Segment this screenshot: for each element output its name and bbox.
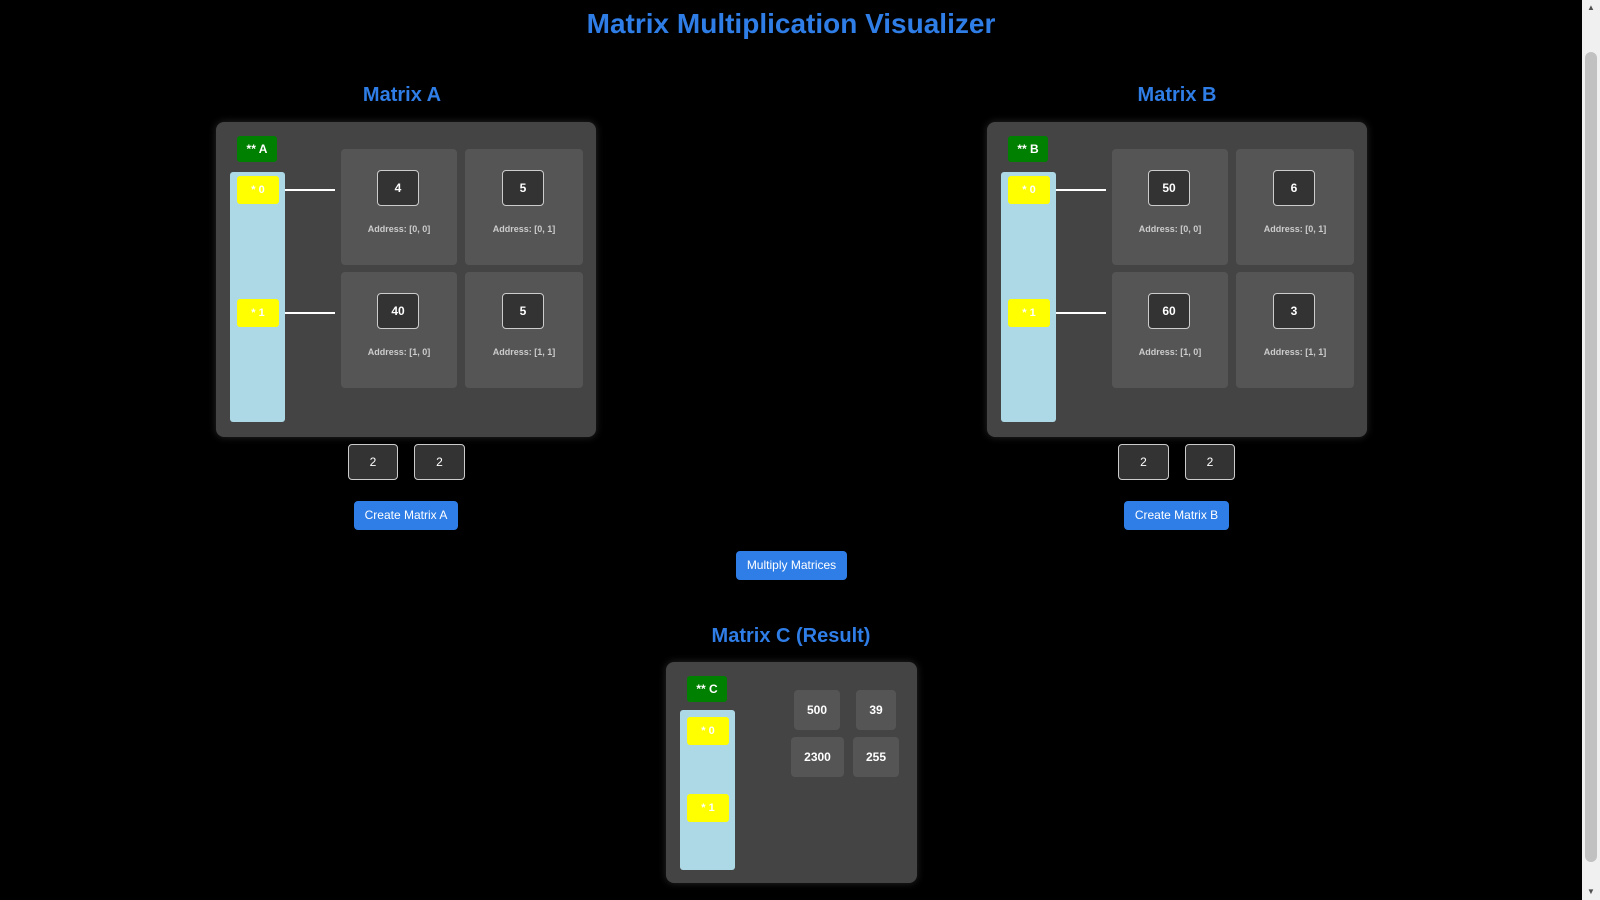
matrix-b-panel: ** B * 0 * 1 50 Address: [0, 0] 6 Addres… — [987, 122, 1367, 437]
matrix-b-cell-0-0: 50 Address: [0, 0] — [1112, 149, 1228, 265]
matrix-a-double-pointer: ** A — [237, 136, 277, 162]
matrix-a-cell-address: Address: [0, 0] — [367, 224, 431, 234]
matrix-b-row-connector-1 — [1056, 312, 1106, 314]
scroll-up-arrow-icon[interactable]: ▲ — [1587, 3, 1595, 12]
matrix-a-cell-input[interactable]: 40 — [377, 293, 419, 329]
scroll-down-arrow-icon[interactable]: ▼ — [1587, 887, 1595, 896]
matrix-b-double-pointer: ** B — [1008, 136, 1048, 162]
matrix-b-cell-input[interactable]: 6 — [1273, 170, 1315, 206]
matrix-a-rows-input[interactable]: 2 — [348, 444, 398, 480]
matrix-a-row-connector-0 — [285, 189, 335, 191]
matrix-b-cell-address: Address: [1, 1] — [1263, 347, 1327, 357]
matrix-c-cell-1-1: 255 — [853, 737, 899, 777]
matrix-a-cell-0-0: 4 Address: [0, 0] — [341, 149, 457, 265]
matrix-a-panel: ** A * 0 * 1 4 Address: [0, 0] 5 Address… — [216, 122, 596, 437]
matrix-b-cell-1-0: 60 Address: [1, 0] — [1112, 272, 1228, 388]
matrix-b-row-pointer-1: * 1 — [1008, 299, 1050, 327]
matrix-b-pointer-strip — [1001, 172, 1056, 422]
matrix-a-cols-input[interactable]: 2 — [414, 444, 465, 480]
matrix-a-pointer-strip — [230, 172, 285, 422]
matrix-a-cell-input[interactable]: 5 — [502, 293, 544, 329]
matrix-a-row-connector-1 — [285, 312, 335, 314]
matrix-b-cell-address: Address: [0, 1] — [1263, 224, 1327, 234]
matrix-a-cell-address: Address: [0, 1] — [492, 224, 556, 234]
matrix-b-cell-0-1: 6 Address: [0, 1] — [1236, 149, 1354, 265]
matrix-b-cols-input[interactable]: 2 — [1185, 444, 1235, 480]
matrix-b-cell-input[interactable]: 50 — [1148, 170, 1190, 206]
matrix-a-cell-address: Address: [1, 0] — [367, 347, 431, 357]
matrix-b-rows-input[interactable]: 2 — [1118, 444, 1169, 480]
matrix-b-cell-1-1: 3 Address: [1, 1] — [1236, 272, 1354, 388]
matrix-c-cell-0-0: 500 — [794, 690, 840, 730]
matrix-a-cell-1-1: 5 Address: [1, 1] — [465, 272, 583, 388]
matrix-a-row-pointer-1: * 1 — [237, 299, 279, 327]
matrix-b-title: Matrix B — [1137, 84, 1217, 106]
matrix-b-row-connector-0 — [1056, 189, 1106, 191]
matrix-b-cell-address: Address: [0, 0] — [1138, 224, 1202, 234]
matrix-b-row-pointer-0: * 0 — [1008, 176, 1050, 204]
scrollbar-thumb[interactable] — [1585, 52, 1597, 862]
matrix-a-cell-input[interactable]: 5 — [502, 170, 544, 206]
create-matrix-b-button[interactable]: Create Matrix B — [1124, 501, 1229, 530]
matrix-a-cell-input[interactable]: 4 — [377, 170, 419, 206]
matrix-c-cell-1-0: 2300 — [791, 737, 844, 777]
matrix-c-row-pointer-1: * 1 — [687, 794, 729, 822]
create-matrix-a-button[interactable]: Create Matrix A — [354, 501, 458, 530]
matrix-a-cell-1-0: 40 Address: [1, 0] — [341, 272, 457, 388]
multiply-matrices-button[interactable]: Multiply Matrices — [736, 551, 847, 580]
matrix-c-row-pointer-0: * 0 — [687, 717, 729, 745]
matrix-c-cell-0-1: 39 — [856, 690, 896, 730]
matrix-a-title: Matrix A — [362, 84, 442, 106]
matrix-a-row-pointer-0: * 0 — [237, 176, 279, 204]
matrix-b-cell-address: Address: [1, 0] — [1138, 347, 1202, 357]
matrix-a-cell-address: Address: [1, 1] — [492, 347, 556, 357]
matrix-b-cell-input[interactable]: 60 — [1148, 293, 1190, 329]
page-scrollbar[interactable]: ▲ ▼ — [1582, 0, 1600, 900]
matrix-c-panel: ** C * 0 * 1 500 39 2300 255 — [666, 662, 917, 883]
matrix-c-title: Matrix C (Result) — [711, 625, 871, 647]
matrix-b-cell-input[interactable]: 3 — [1273, 293, 1315, 329]
matrix-a-cell-0-1: 5 Address: [0, 1] — [465, 149, 583, 265]
matrix-c-double-pointer: ** C — [687, 676, 727, 702]
page-title: Matrix Multiplication Visualizer — [586, 8, 996, 39]
